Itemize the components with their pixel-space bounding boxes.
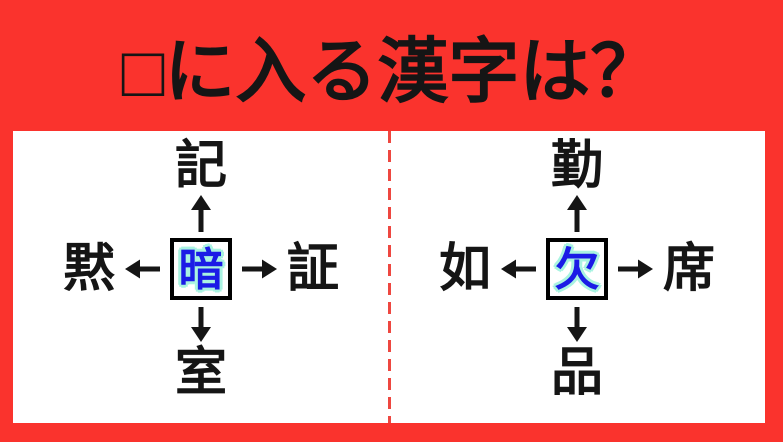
kanji-top: 記: [174, 137, 227, 195]
up-arrow-icon: [567, 195, 587, 232]
kanji-left: 如: [438, 240, 491, 298]
middle-row: 如 欠 席: [439, 238, 715, 300]
puzzle-board: 記 黙 暗 証: [13, 131, 765, 423]
kanji-bottom: 室: [174, 344, 227, 402]
answer-kanji: 暗: [178, 243, 224, 295]
down-arrow-icon: [567, 307, 587, 342]
middle-row: 黙 暗 証: [63, 238, 339, 300]
left-arrow-icon: [125, 259, 160, 279]
kanji-right: 席: [663, 240, 716, 298]
answer-box: 暗: [170, 238, 232, 300]
puzzle-panel-left: 記 黙 暗 証: [13, 131, 389, 423]
puzzle-panel-right: 勤 如 欠 席: [389, 131, 765, 423]
page-title: □に入る漢字は？: [121, 32, 662, 112]
up-arrow-icon: [191, 195, 211, 232]
right-arrow-icon: [242, 259, 277, 279]
kanji-left: 黙: [62, 240, 115, 298]
kanji-right: 証: [287, 240, 340, 298]
left-arrow-icon: [501, 259, 536, 279]
down-arrow-icon: [191, 307, 211, 342]
answer-kanji: 欠: [554, 243, 600, 295]
panel-divider-dashed-line: [387, 131, 391, 423]
kanji-bottom: 品: [550, 344, 603, 402]
right-arrow-icon: [618, 259, 653, 279]
answer-box: 欠: [546, 238, 608, 300]
kanji-top: 勤: [550, 137, 603, 195]
